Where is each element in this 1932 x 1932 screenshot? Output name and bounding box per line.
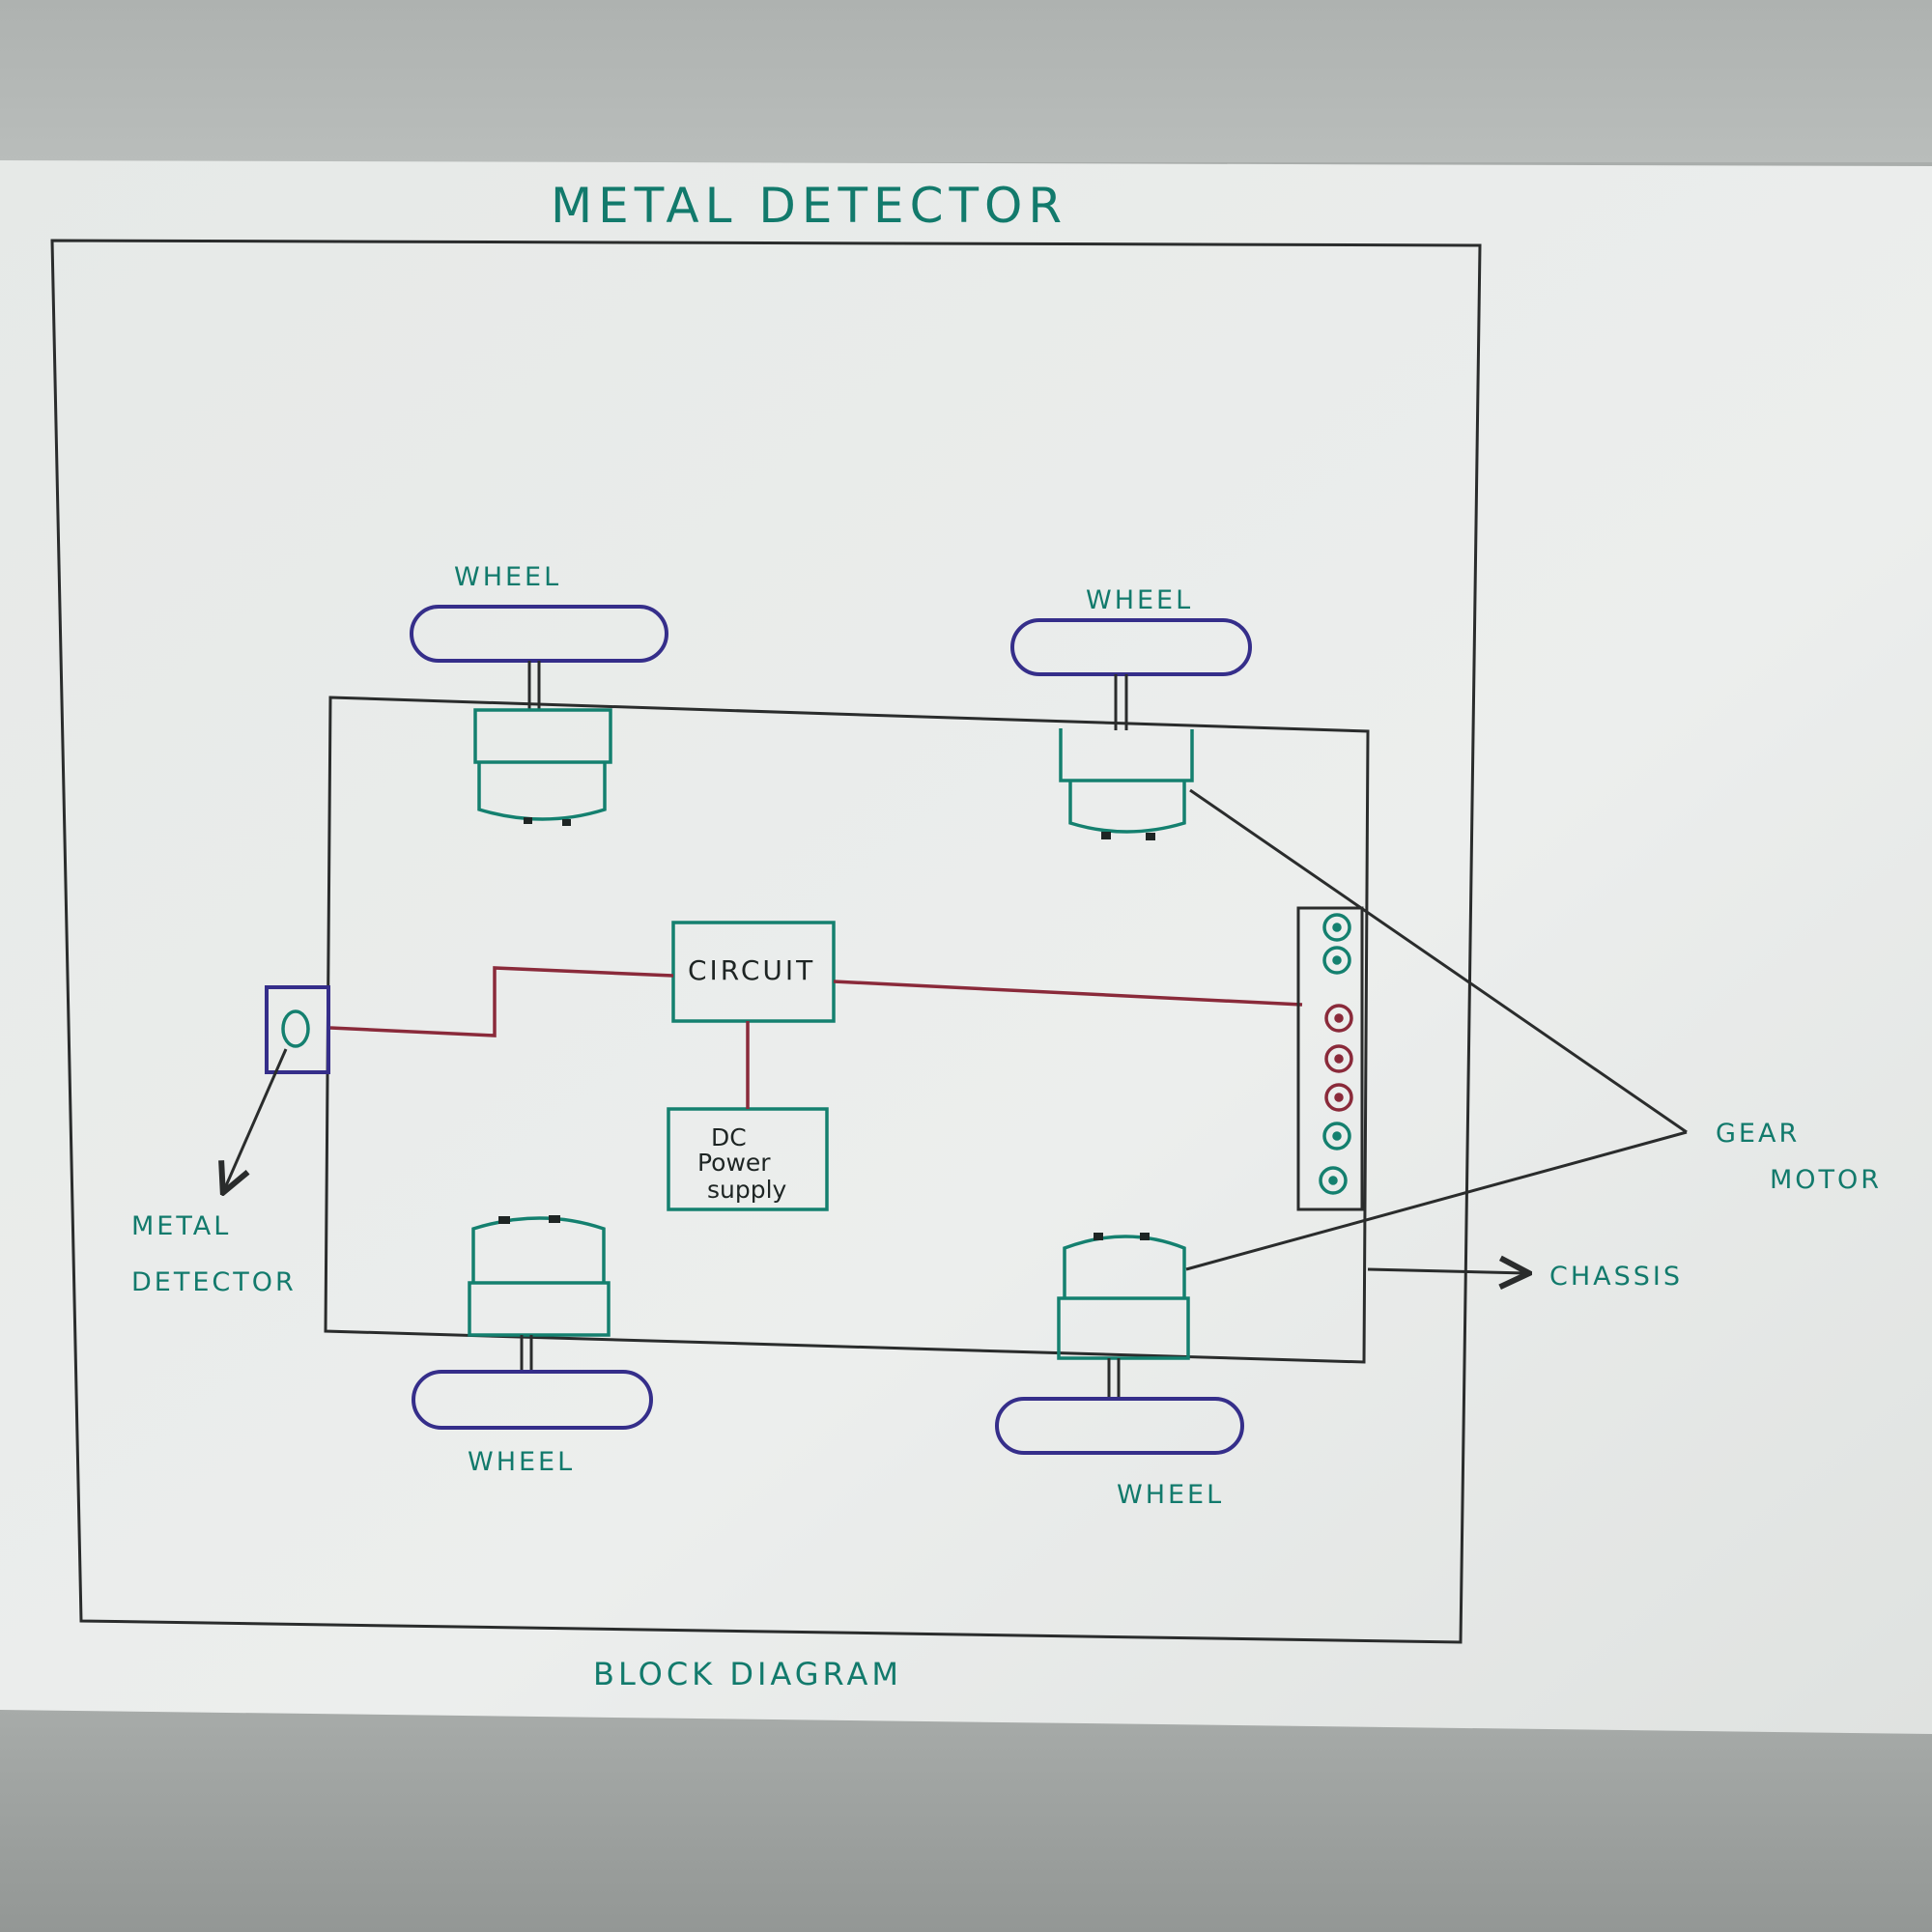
gear-motor-callout-lines xyxy=(1185,788,1688,1271)
dc-power-supply-block: DC Power supply xyxy=(667,1107,829,1211)
outer-frame xyxy=(50,239,1482,1644)
background-wall-bottom xyxy=(0,1710,1932,1932)
dc-power-supply-line-2: Power xyxy=(697,1149,771,1177)
circuit-block: CIRCUIT xyxy=(671,921,836,1023)
metal-detector-label-line-2: DETECTOR xyxy=(131,1267,297,1297)
diagram-title: METAL DETECTOR xyxy=(551,178,1067,234)
terminal-panel xyxy=(1296,906,1364,1211)
gear-motor-bottom-right xyxy=(1057,1233,1190,1360)
paper-sheet xyxy=(0,160,1932,1734)
gear-motor-label-line-2: MOTOR xyxy=(1770,1165,1882,1195)
wheel-label-top-right: WHEEL xyxy=(1086,585,1193,615)
circuit-label: CIRCUIT xyxy=(688,954,815,986)
metal-detector-label-line-1: METAL xyxy=(131,1211,231,1241)
gear-motor-label-line-1: GEAR xyxy=(1716,1119,1800,1149)
metal-detector-label: METAL DETECTOR xyxy=(131,1211,297,1297)
axle-top-left xyxy=(527,661,541,710)
gear-motor-top-right xyxy=(1059,728,1194,840)
dc-power-supply-line-3: supply xyxy=(707,1176,787,1204)
chassis-frame xyxy=(324,696,1370,1364)
diagram-caption: BLOCK DIAGRAM xyxy=(593,1656,902,1692)
axle-bottom-right xyxy=(1107,1358,1121,1401)
metal-detector-pointer-arrow xyxy=(224,1048,288,1190)
gear-motor-bottom-left xyxy=(468,1215,611,1337)
background-wall-top xyxy=(0,0,1932,162)
axle-top-right xyxy=(1114,674,1128,730)
metal-detector-sensor xyxy=(265,985,330,1074)
wheel-label-bottom-right: WHEEL xyxy=(1117,1480,1224,1510)
wheel-top-right xyxy=(1010,618,1252,676)
wheel-bottom-right xyxy=(995,1397,1244,1455)
axle-bottom-left xyxy=(520,1335,533,1374)
dc-power-supply-line-1: DC xyxy=(711,1123,747,1151)
dc-power-supply-label: DC Power supply xyxy=(697,1123,787,1204)
wheel-label-bottom-left: WHEEL xyxy=(468,1447,575,1477)
red-wiring xyxy=(329,966,1303,1109)
wire-circuit-to-switch-panel xyxy=(833,980,1303,1007)
wheel-bottom-left xyxy=(412,1370,653,1430)
wheel-label-top-left: WHEEL xyxy=(454,562,561,592)
chassis-pointer-arrow xyxy=(1367,1269,1526,1273)
chassis-label: CHASSIS xyxy=(1549,1262,1683,1292)
gear-motor-label: GEAR MOTOR xyxy=(1716,1119,1882,1195)
gear-motor-top-left xyxy=(473,708,612,826)
wire-sensor-to-circuit xyxy=(329,966,674,1037)
